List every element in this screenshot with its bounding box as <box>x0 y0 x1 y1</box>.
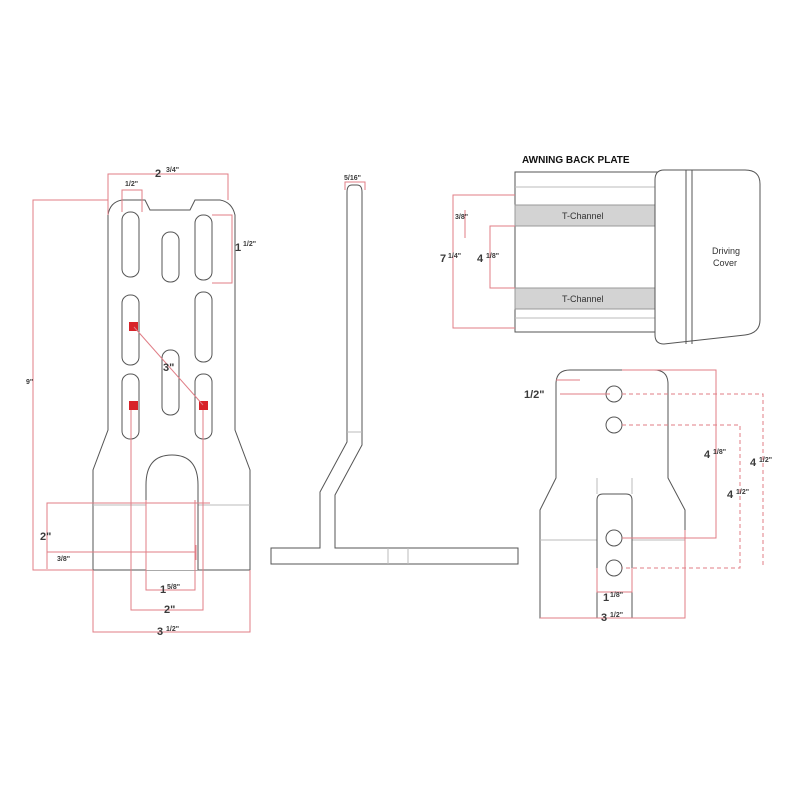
t-channel-top-label: T-Channel <box>562 211 604 221</box>
dim-slot-length-line <box>212 214 233 284</box>
dim-inner-line <box>489 225 515 289</box>
driving-cover-rim <box>685 170 693 344</box>
dim-top-width-line <box>107 173 229 215</box>
dim-hole-spacing-label: 1 <box>160 584 166 596</box>
slot <box>161 349 180 416</box>
dim-slot-length-frac: 1/2" <box>243 241 256 248</box>
plate-center-cutout <box>145 454 199 570</box>
dim-thickness-label: 5/16" <box>344 175 361 182</box>
dim-small-label: 3/8" <box>455 214 468 221</box>
bracket-hole <box>605 529 623 547</box>
awning-back-plate: AWNING BACK PLATE T-Channel T-Channel Dr… <box>440 155 761 345</box>
dim-marker-spacing-label: 2" <box>164 604 175 616</box>
dim-right2-frac: 1/2" <box>736 489 749 496</box>
t-channel-bottom-label: T-Channel <box>562 294 604 304</box>
bracket-view: 1/2" 4 1/8" 4 1/2" 4 1/2" 1 1/8" 3 1/2" <box>524 369 772 624</box>
dim-top-width-label: 2 <box>155 168 161 180</box>
dim-right1-frac: 1/8" <box>713 449 726 456</box>
driving-cover <box>654 169 761 345</box>
bracket-hole <box>605 416 623 434</box>
dim-right3-line <box>622 393 764 568</box>
dim-top-label: 1/2" <box>524 389 545 401</box>
dim-right3-label: 4 <box>750 457 757 469</box>
diagonal-dimension-line <box>133 326 204 406</box>
dim-right2-label: 4 <box>727 489 734 501</box>
dim-right3-frac: 1/2" <box>759 457 772 464</box>
dim-outer-line <box>452 194 515 329</box>
plate-side-view: 5/16" <box>270 175 519 565</box>
dim-slot-width-line <box>121 189 143 212</box>
dim-width-frac: 1/2" <box>610 612 623 619</box>
dim-width-line <box>540 530 686 619</box>
dim-slot-label: 1 <box>603 592 609 604</box>
red-marker <box>129 322 138 331</box>
red-marker <box>129 401 138 410</box>
plate-front-view: 2 3/4" 1/2" 1 1/2" 9" 3" 2" 3/8" 1 5/8" … <box>26 167 256 638</box>
dim-right1-label: 4 <box>704 449 711 461</box>
dim-hole-spacing-line <box>145 500 196 591</box>
slot <box>194 291 213 363</box>
dim-base-width-frac: 1/2" <box>166 626 179 633</box>
dim-diagonal-label: 3" <box>163 362 174 374</box>
side-profile <box>270 184 519 565</box>
bracket-hole <box>605 559 623 577</box>
awning-title: AWNING BACK PLATE <box>522 155 630 166</box>
bracket-tab <box>596 493 633 618</box>
dim-lower-line <box>46 502 210 569</box>
red-marker <box>199 401 208 410</box>
dim-offset-label: 3/8" <box>57 556 70 563</box>
dim-slot-length-label: 1 <box>235 242 241 254</box>
dim-base-width-line <box>92 570 251 633</box>
dim-outer-label: 7 <box>440 253 446 265</box>
dim-hole-spacing-frac: 5/8" <box>167 584 180 591</box>
dim-marker-spacing-line <box>130 410 204 611</box>
driving-cover-label-2: Cover <box>713 258 737 268</box>
dim-right1-line <box>622 369 717 539</box>
dim-width-label: 3 <box>601 612 607 624</box>
dim-lower-label: 2" <box>40 531 51 543</box>
dim-inner-label: 4 <box>477 253 484 265</box>
dim-height-label: 9" <box>26 379 33 386</box>
dim-thickness-line <box>344 181 366 190</box>
dim-inner-frac: 1/8" <box>486 253 499 260</box>
slot <box>161 231 180 283</box>
dim-slot-width-label: 1/2" <box>125 181 138 188</box>
dim-top-width-frac: 3/4" <box>166 167 179 174</box>
slot <box>121 211 140 278</box>
dim-slot-frac: 1/8" <box>610 592 623 599</box>
dim-right2-line <box>622 424 741 569</box>
dim-base-width-label: 3 <box>157 626 163 638</box>
dim-slot-line <box>596 568 633 593</box>
driving-cover-label-1: Driving <box>712 246 740 256</box>
dim-height-line <box>32 199 108 571</box>
dim-outer-frac: 1/4" <box>448 253 461 260</box>
slot <box>194 214 213 281</box>
